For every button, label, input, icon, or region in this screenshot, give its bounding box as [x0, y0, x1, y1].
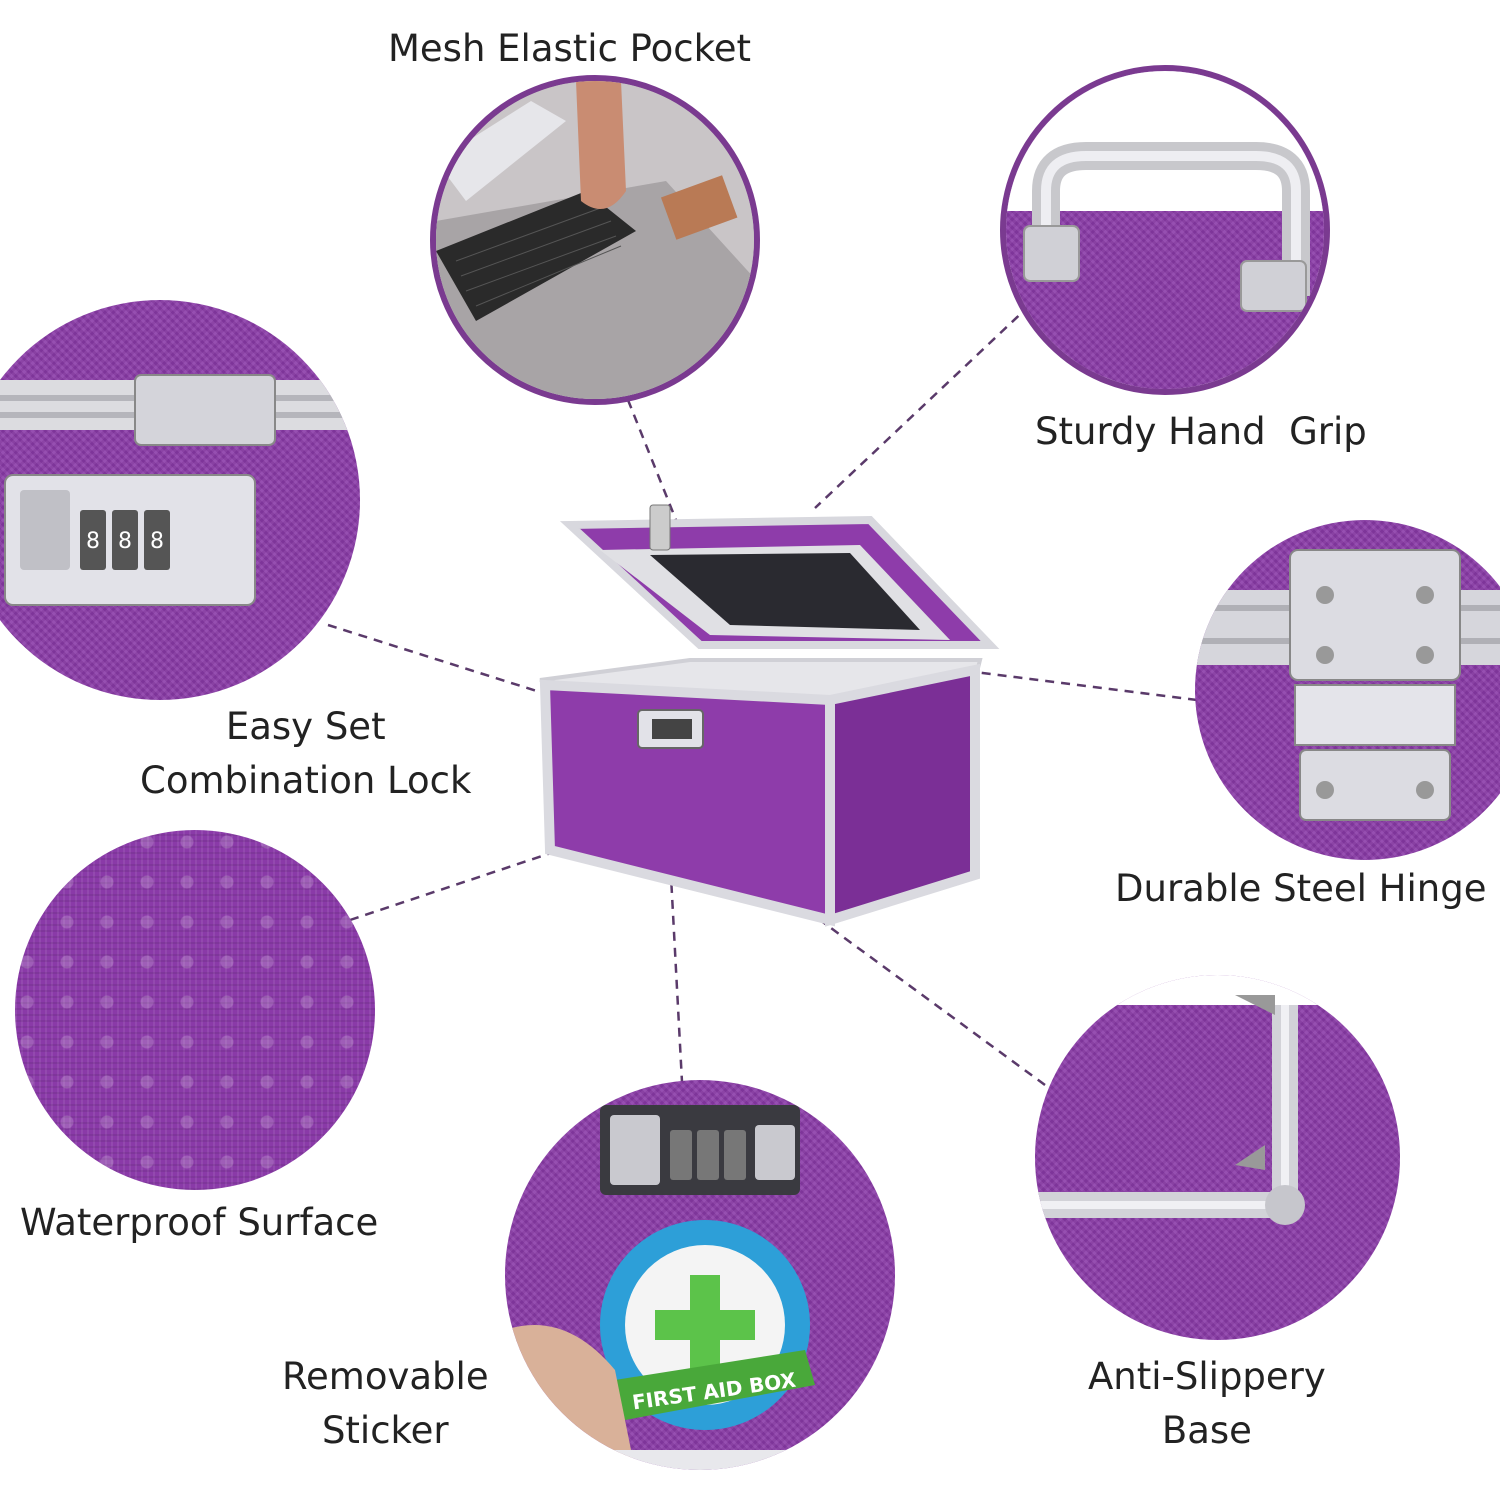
connector-grip	[814, 304, 1031, 509]
steel-hinge-circle	[1195, 520, 1500, 860]
box-side	[825, 663, 980, 927]
hand-grip-circle	[1000, 65, 1330, 395]
mesh-pocket-inside	[650, 553, 920, 630]
connector-sticker	[666, 819, 684, 1083]
sticker-label-line1: Removable	[282, 1355, 489, 1398]
connector-base	[819, 918, 1046, 1087]
sticker-label: Removable Sticker	[282, 1350, 489, 1457]
steel-hinge-image	[1195, 549, 1500, 821]
connector-waterproof	[349, 848, 561, 922]
steel-hinge-label: Durable Steel Hinge	[1115, 867, 1487, 910]
connector-hinge	[974, 670, 1198, 702]
base-label-line2: Base	[1161, 1408, 1252, 1452]
mesh-pocket-image	[436, 81, 754, 399]
base-label-line1: Anti-Slippery	[1088, 1355, 1326, 1398]
sticker-image: FIRST AID BOX	[505, 1105, 895, 1470]
combination-lock-label: Easy Set Combination Lock	[140, 700, 471, 807]
mesh-pocket-circle	[430, 75, 760, 405]
sticker-label-line2: Sticker	[321, 1408, 449, 1452]
base-circle	[1035, 975, 1400, 1340]
base-image	[1035, 975, 1400, 1225]
combination-lock-circle: 8 8 8	[0, 300, 360, 700]
waterproof-label: Waterproof Surface	[20, 1201, 379, 1244]
mesh-pocket-label: Mesh Elastic Pocket	[388, 27, 752, 70]
base-label: Anti-Slippery Base	[1088, 1350, 1326, 1457]
lock-digit: 8	[86, 529, 100, 554]
waterproof-circle	[15, 830, 375, 1190]
combination-lock-label-line1: Easy Set	[225, 705, 386, 748]
combination-lock-image: 8 8 8	[0, 374, 360, 606]
latch	[649, 504, 671, 551]
sticker-circle: FIRST AID BOX	[505, 1080, 895, 1470]
hand-grip-image	[1006, 71, 1324, 312]
combination-lock-label-line2: Combination Lock	[140, 758, 472, 802]
lock-digit: 8	[150, 529, 164, 554]
product-box	[539, 504, 1000, 927]
hand-grip-label: Sturdy Hand Grip	[1035, 410, 1367, 453]
lock-digit: 8	[118, 529, 132, 554]
